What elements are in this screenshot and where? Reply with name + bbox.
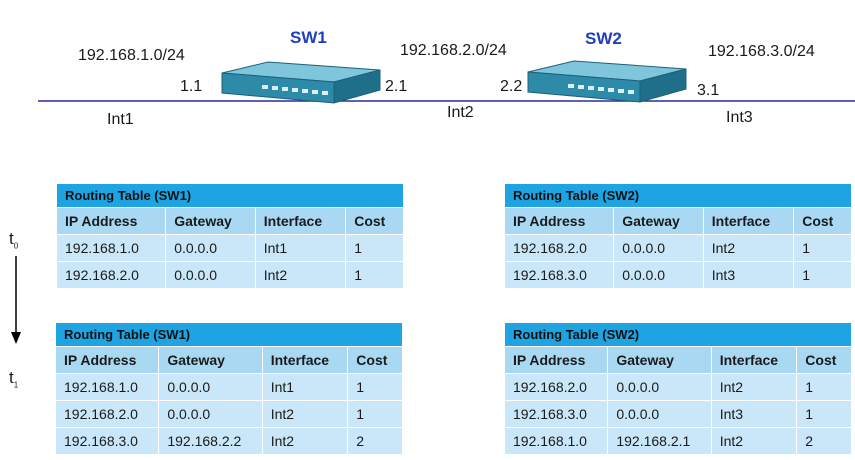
interface-cell: Int2 [261,400,349,428]
gateway-cell: 0.0.0.0 [158,400,263,428]
gateway-cell: 0.0.0.0 [165,234,256,262]
gateway-cell: 192.168.2.2 [158,427,263,455]
table-row: 192.168.2.0 0.0.0.0 Int2 1 [54,400,403,428]
table-row: 192.168.2.0 0.0.0.0 Int2 1 [503,234,852,262]
ip-cell: 192.168.3.0 [503,261,615,289]
ip-cell: 192.168.2.0 [55,261,167,289]
ip-cell: 192.168.3.0 [54,427,160,455]
routing-table-sw1-t1: Routing Table (SW1) IP Address Gateway I… [54,322,403,455]
network-label-2: 192.168.2.0/24 [400,42,507,59]
table-title: Routing Table (SW1) [55,322,403,347]
column-header: IP Address [54,346,160,374]
cost-cell: 2 [796,427,852,455]
interface-label-int1: Int1 [107,111,134,128]
sw1-switch-icon [221,61,381,104]
table-row: 192.168.1.0 0.0.0.0 Int1 1 [55,234,404,262]
column-header: Gateway [607,346,712,374]
routing-table-sw2-t1: Routing Table (SW2) IP Address Gateway I… [503,322,852,455]
ip-cell: 192.168.2.0 [503,234,615,262]
table-title: Routing Table (SW2) [504,322,852,347]
address-label-3-1: 3.1 [697,82,720,99]
sw1-label: SW1 [290,28,327,47]
gateway-cell: 192.168.2.1 [607,427,712,455]
address-label-1-1: 1.1 [180,78,203,95]
table-title: Routing Table (SW1) [56,183,404,208]
interface-cell: Int2 [254,261,347,289]
column-header: IP Address [503,207,615,235]
network-label-3: 192.168.3.0/24 [708,43,815,60]
column-header: Interface [254,207,347,235]
network-topology [38,60,855,104]
table-row: 192.168.3.0 0.0.0.0 Int3 1 [503,261,852,289]
address-label-2-1: 2.1 [385,78,408,95]
sw2-switch-icon [527,60,687,103]
interface-cell: Int1 [254,234,347,262]
cost-cell: 1 [347,373,403,401]
gateway-cell: 0.0.0.0 [165,261,256,289]
table-row: 192.168.1.0 192.168.2.1 Int2 2 [503,427,852,455]
column-header: Cost [796,346,852,374]
sw2-label: SW2 [585,29,622,48]
column-header: Gateway [613,207,704,235]
cost-cell: 1 [345,234,404,262]
cost-cell: 1 [793,261,852,289]
gateway-cell: 0.0.0.0 [607,373,712,401]
cost-cell: 1 [796,373,852,401]
ip-cell: 192.168.2.0 [54,400,160,428]
routing-table-sw2-t0: Routing Table (SW2) IP Address Gateway I… [503,183,852,289]
column-header: Gateway [158,346,263,374]
interface-label-int3: Int3 [726,109,753,126]
gateway-cell: 0.0.0.0 [613,234,704,262]
column-header: Interface [710,346,798,374]
column-header: Interface [261,346,349,374]
interface-cell: Int3 [710,400,798,428]
interface-label-int2: Int2 [447,104,474,121]
column-header: Cost [347,346,403,374]
time-label-t1: t1 [9,368,19,390]
ip-cell: 192.168.3.0 [503,400,609,428]
address-label-2-2: 2.2 [500,78,523,95]
cost-cell: 2 [347,427,403,455]
column-header: IP Address [55,207,167,235]
cost-cell: 1 [347,400,403,428]
ip-cell: 192.168.1.0 [503,427,609,455]
table-row: 192.168.1.0 0.0.0.0 Int1 1 [54,373,403,401]
table-row: 192.168.2.0 0.0.0.0 Int2 1 [503,373,852,401]
column-header: Gateway [165,207,256,235]
gateway-cell: 0.0.0.0 [613,261,704,289]
gateway-cell: 0.0.0.0 [607,400,712,428]
interface-cell: Int2 [710,373,798,401]
interface-cell: Int2 [702,234,795,262]
interface-cell: Int1 [261,373,349,401]
ip-cell: 192.168.2.0 [503,373,609,401]
interface-cell: Int3 [702,261,795,289]
table-title: Routing Table (SW2) [504,183,852,208]
routing-table-sw1-t0: Routing Table (SW1) IP Address Gateway I… [55,183,404,289]
interface-cell: Int2 [261,427,349,455]
time-arrow-icon [11,256,21,344]
column-header: IP Address [503,346,609,374]
cost-cell: 1 [345,261,404,289]
ip-cell: 192.168.1.0 [55,234,167,262]
interface-cell: Int2 [710,427,798,455]
table-row: 192.168.3.0 0.0.0.0 Int3 1 [503,400,852,428]
time-label-t0: t0 [9,229,19,251]
table-row: 192.168.2.0 0.0.0.0 Int2 1 [55,261,404,289]
ip-cell: 192.168.1.0 [54,373,160,401]
cost-cell: 1 [796,400,852,428]
network-label-1: 192.168.1.0/24 [78,47,185,64]
gateway-cell: 0.0.0.0 [158,373,263,401]
column-header: Cost [345,207,404,235]
table-row: 192.168.3.0 192.168.2.2 Int2 2 [54,427,403,455]
cost-cell: 1 [793,234,852,262]
column-header: Interface [702,207,795,235]
column-header: Cost [793,207,852,235]
